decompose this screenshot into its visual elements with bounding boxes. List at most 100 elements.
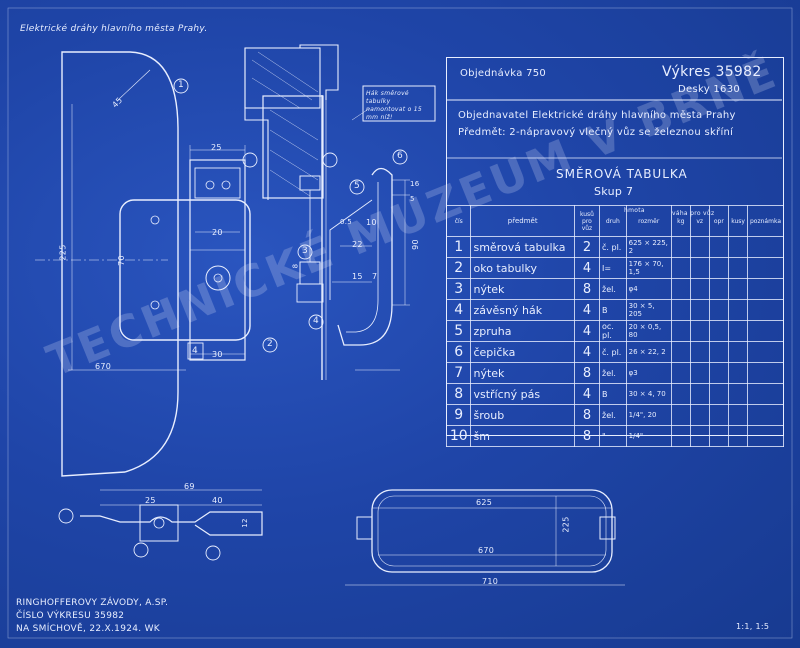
dim-4: 4	[192, 346, 199, 356]
table-cell: B	[599, 299, 627, 321]
col-note: poznámka	[747, 205, 784, 237]
table-cell	[747, 320, 784, 342]
col-qty: kusů pro vůz	[573, 205, 601, 237]
table-cell	[670, 257, 691, 279]
stamp-line-1: RINGHOFFEROVY ZÁVODY, A.SP.	[16, 598, 169, 608]
hinge-detail	[80, 511, 263, 536]
table-cell	[747, 341, 784, 363]
dim-69: 69	[184, 482, 195, 491]
table-cell	[728, 257, 748, 279]
boards-number: Desky 1630	[678, 84, 741, 95]
table-cell: "	[599, 425, 627, 447]
table-cell: nýtek	[470, 362, 575, 384]
dim-625: 625	[476, 498, 493, 507]
table-cell: žel.	[599, 278, 627, 300]
table-cell	[689, 425, 710, 447]
callout-6: 6	[397, 151, 404, 161]
table-cell	[728, 341, 748, 363]
hook	[337, 167, 393, 346]
table-cell	[670, 299, 691, 321]
table-cell	[747, 404, 784, 426]
dim-70: 70	[116, 255, 126, 266]
table-cell: závěsný hák	[470, 299, 575, 321]
table-cell: 2	[445, 257, 472, 279]
table-cell: 30 × 4, 70	[625, 383, 672, 405]
table-cell: čepička	[470, 341, 575, 363]
table-cell: 4	[573, 341, 601, 363]
hinge-plate	[119, 199, 251, 341]
table-cell	[708, 383, 730, 405]
dim-05: 0.5	[340, 218, 353, 226]
subject: Předmět: 2-nápravový vlečný vůz se želez…	[458, 127, 734, 138]
table-cell: 10	[445, 425, 472, 447]
callout-5: 5	[354, 181, 361, 191]
dim-20: 20	[212, 228, 223, 237]
dim-12: 12	[240, 518, 249, 528]
table-cell	[670, 362, 691, 384]
table-cell: 30 × 5, 205	[625, 299, 672, 321]
table-cell: 4	[573, 257, 601, 279]
table-cell: 7	[445, 362, 472, 384]
table-cell	[728, 236, 748, 258]
header-note: Elektrické dráhy hlavního města Prahy.	[20, 24, 208, 34]
table-cell	[708, 404, 730, 426]
table-cell: φ3	[625, 362, 672, 384]
table-cell: 1	[445, 236, 472, 258]
callout-1: 1	[178, 80, 185, 90]
table-cell	[747, 257, 784, 279]
table-cell: č. pl.	[599, 236, 627, 258]
table-cell	[689, 236, 710, 258]
table-cell	[747, 236, 784, 258]
sign-outline-side	[61, 51, 179, 477]
table-cell	[689, 299, 710, 321]
table-cell	[670, 320, 691, 342]
table-cell	[689, 320, 710, 342]
table-cell: 8	[573, 425, 601, 447]
dim-10: 10	[366, 218, 377, 227]
dim-30: 30	[212, 350, 223, 359]
table-cell	[689, 278, 710, 300]
table-cell	[747, 299, 784, 321]
dim-225b: 225	[561, 516, 571, 533]
table-cell: šm	[470, 425, 575, 447]
table-cell: 1/4"	[625, 425, 672, 447]
table-cell: žel.	[599, 404, 627, 426]
col-item: předmět	[470, 205, 575, 237]
table-cell: 6	[445, 341, 472, 363]
dim-710: 710	[482, 577, 499, 586]
dim-25b: 25	[145, 496, 156, 505]
bill-of-materials: čís předmět kusů pro vůz druh rozměr kg …	[445, 205, 784, 447]
weight-header: váha pro vůz	[672, 210, 715, 217]
table-cell: žel.	[599, 362, 627, 384]
table-cell: I=	[599, 257, 627, 279]
stamp-line-2: ČÍSLO VÝKRESU 35982	[16, 611, 125, 621]
table-cell: 176 × 70, 1,5	[625, 257, 672, 279]
mass-header: hmota	[624, 207, 645, 214]
table-cell: 8	[445, 383, 472, 405]
table-cell	[689, 341, 710, 363]
col-size: rozměr	[625, 205, 672, 237]
table-cell	[728, 278, 748, 300]
table-cell: 9	[445, 404, 472, 426]
dim-22: 22	[352, 240, 363, 249]
table-cell	[708, 257, 730, 279]
table-cell: 1/4", 20	[625, 404, 672, 426]
table-cell	[708, 278, 730, 300]
table-cell: oko tabulky	[470, 257, 575, 279]
table-cell: 4	[573, 299, 601, 321]
table-cell	[689, 257, 710, 279]
dim-25: 25	[211, 143, 222, 152]
table-cell	[747, 425, 784, 447]
table-cell	[670, 383, 691, 405]
table-cell	[670, 341, 691, 363]
order-number: Objednávka 750	[460, 68, 547, 79]
table-cell: vstřícný pás	[470, 383, 575, 405]
